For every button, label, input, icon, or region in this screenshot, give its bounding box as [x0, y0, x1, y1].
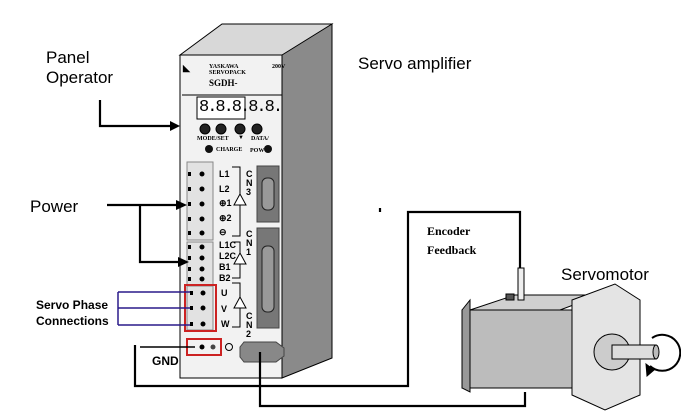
brand-text: YASKAWA SERVOPACK: [209, 64, 246, 76]
model-text: SGDH-: [209, 78, 238, 88]
servo-amplifier-label: Servo amplifier: [358, 54, 472, 73]
down-button-label: ▼: [238, 135, 244, 141]
power-led-label: POWER: [250, 148, 264, 154]
servomotor-label: Servomotor: [561, 265, 649, 284]
panel-operator-arrow: [98, 100, 170, 128]
motor-terminal-labels: U V W: [221, 288, 230, 329]
operator-buttons: [199, 123, 272, 153]
servo-phase-label: Servo Phase Connections: [36, 298, 109, 328]
power-label: Power: [30, 197, 79, 216]
cn3-label: CN3: [246, 169, 253, 197]
rotation-arrow-icon: [649, 333, 681, 372]
amp-side: [281, 23, 333, 379]
ground-icon: [225, 343, 233, 351]
display: [196, 96, 246, 120]
warning-icons: [233, 192, 247, 309]
encoder-shaft: [517, 267, 525, 301]
servomotor: [461, 267, 681, 411]
main-terminal-labels: L1 L2 ⊕1 ⊕2 ⊖: [219, 169, 232, 237]
encoder-return-wire: [133, 210, 522, 388]
yaskawa-logo-icon: ◣: [183, 63, 190, 73]
wires: [98, 100, 527, 408]
charge-label: CHARGE: [216, 147, 243, 153]
panel-operator-label: Panel Operator: [46, 48, 114, 87]
phase-wires: [117, 291, 190, 326]
cn2-connector: [239, 341, 285, 363]
cn1-label: CN1: [246, 229, 253, 257]
voltage-text: 200V: [272, 64, 286, 70]
encoder-feedback-label: Encoder Feedback: [427, 224, 477, 257]
power-arrow-2: [138, 205, 178, 264]
data-button-label: DATA/: [251, 136, 269, 142]
servo-amplifier: [178, 23, 334, 379]
terminal-screws: [188, 171, 206, 327]
encoder-cable: [258, 352, 527, 408]
mode-set-button-label: MODE/SET: [197, 136, 229, 142]
cn2-label: CN2: [246, 311, 253, 339]
ctrl-terminal-labels: L1C L2C B1 B2: [219, 240, 237, 283]
motor-shaft: [611, 344, 657, 360]
seven-segment-display: 8.8.8.8.8.: [199, 98, 283, 117]
gnd-label: GND: [152, 354, 179, 368]
